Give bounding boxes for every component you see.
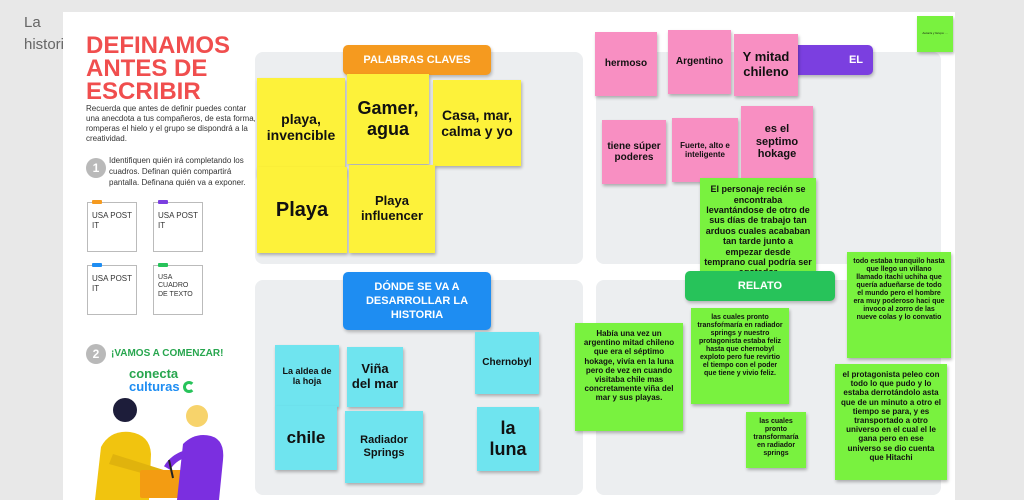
step-2-text: ¡VAMOS A COMENZAR! [111,348,224,359]
sticky-note[interactable]: Argentino [668,30,731,94]
step-2-badge: 2 [86,344,106,364]
students-illustration [95,398,224,500]
box-label-1: USA POST IT [92,211,132,230]
logo-swirl-icon [182,380,195,393]
conecta-culturas-logo: conecta culturas [129,366,209,394]
sticky-note[interactable]: tiene súper poderes [602,120,666,184]
whiteboard-canvas[interactable]: DEFINAMOS ANTES DE ESCRIBIR Recuerda que… [63,12,955,500]
sticky-note[interactable]: Playa influencer [349,165,435,253]
box-tab-4 [158,263,168,267]
main-heading: DEFINAMOS ANTES DE ESCRIBIR [86,32,230,105]
sticky-note[interactable]: Radiador Springs [345,411,423,483]
sticky-note[interactable]: la luna [477,407,539,471]
logo-line-2: culturas [129,379,180,394]
personaje-text-note[interactable]: El personaje recién se encontraba levant… [700,178,816,284]
relato-header: RELATO [685,271,835,301]
sticky-note[interactable]: Chernobyl [475,332,539,394]
personaje-header: EL [793,45,873,75]
usa-cuadro-texto-box: USA CUADRO DE TEXTO [153,263,203,315]
sticky-note[interactable]: Playa [257,167,347,253]
box-label-3: USA POST IT [92,274,132,293]
sticky-note[interactable]: hermoso [595,32,657,96]
usa-post-it-box-2: USA POST IT [153,200,203,252]
sticky-note[interactable]: Viña del mar [347,347,403,407]
sticky-note[interactable]: Fuerte, alto e inteligente [672,118,738,182]
usa-post-it-box-1: USA POST IT [87,200,137,252]
box-label-4: USA CUADRO DE TEXTO [158,274,193,298]
box-tab-2 [158,200,168,204]
sticky-note[interactable]: Casa, mar, calma y yo [433,80,521,166]
sticky-note[interactable]: Y mitad chileno [734,34,798,96]
sticky-note[interactable]: las cuales pronto transformaría en radia… [746,412,806,468]
sticky-note[interactable]: chile [275,406,337,470]
sticky-note[interactable]: las cuales pronto transfoŕmaría en radia… [691,308,789,404]
logo-line-1: conecta [129,366,179,381]
corner-sticky-note[interactable]: Autor/a y Grupo: ... [917,16,953,52]
sticky-note[interactable]: playa, invencible [257,78,345,176]
sticky-note[interactable]: es el septimo hokage [741,106,813,178]
sticky-note[interactable]: todo estaba tranquilo hasta que llego un… [847,252,951,358]
step-1-badge: 1 [86,158,106,178]
sticky-note[interactable]: La aldea de la hoja [275,345,339,407]
donde-header: DÓNDE SE VA A DESARROLLAR LA HISTORIA [343,272,491,330]
usa-post-it-box-3: USA POST IT [87,263,137,315]
palabras-claves-header: PALABRAS CLAVES [343,45,491,75]
box-tab-1 [92,200,102,204]
box-tab-3 [92,263,102,267]
intro-text: Recuerda que antes de definir puedes con… [86,104,256,143]
sticky-note[interactable]: el protagonista peleo con todo lo que pu… [835,364,947,480]
sticky-note[interactable]: Había una vez un argentino mitad chileno… [575,323,683,431]
sticky-note[interactable]: Gamer, agua [347,74,429,164]
box-label-2: USA POST IT [158,211,198,230]
step-1-text: Identifiquen quién irá completando los c… [109,156,246,187]
